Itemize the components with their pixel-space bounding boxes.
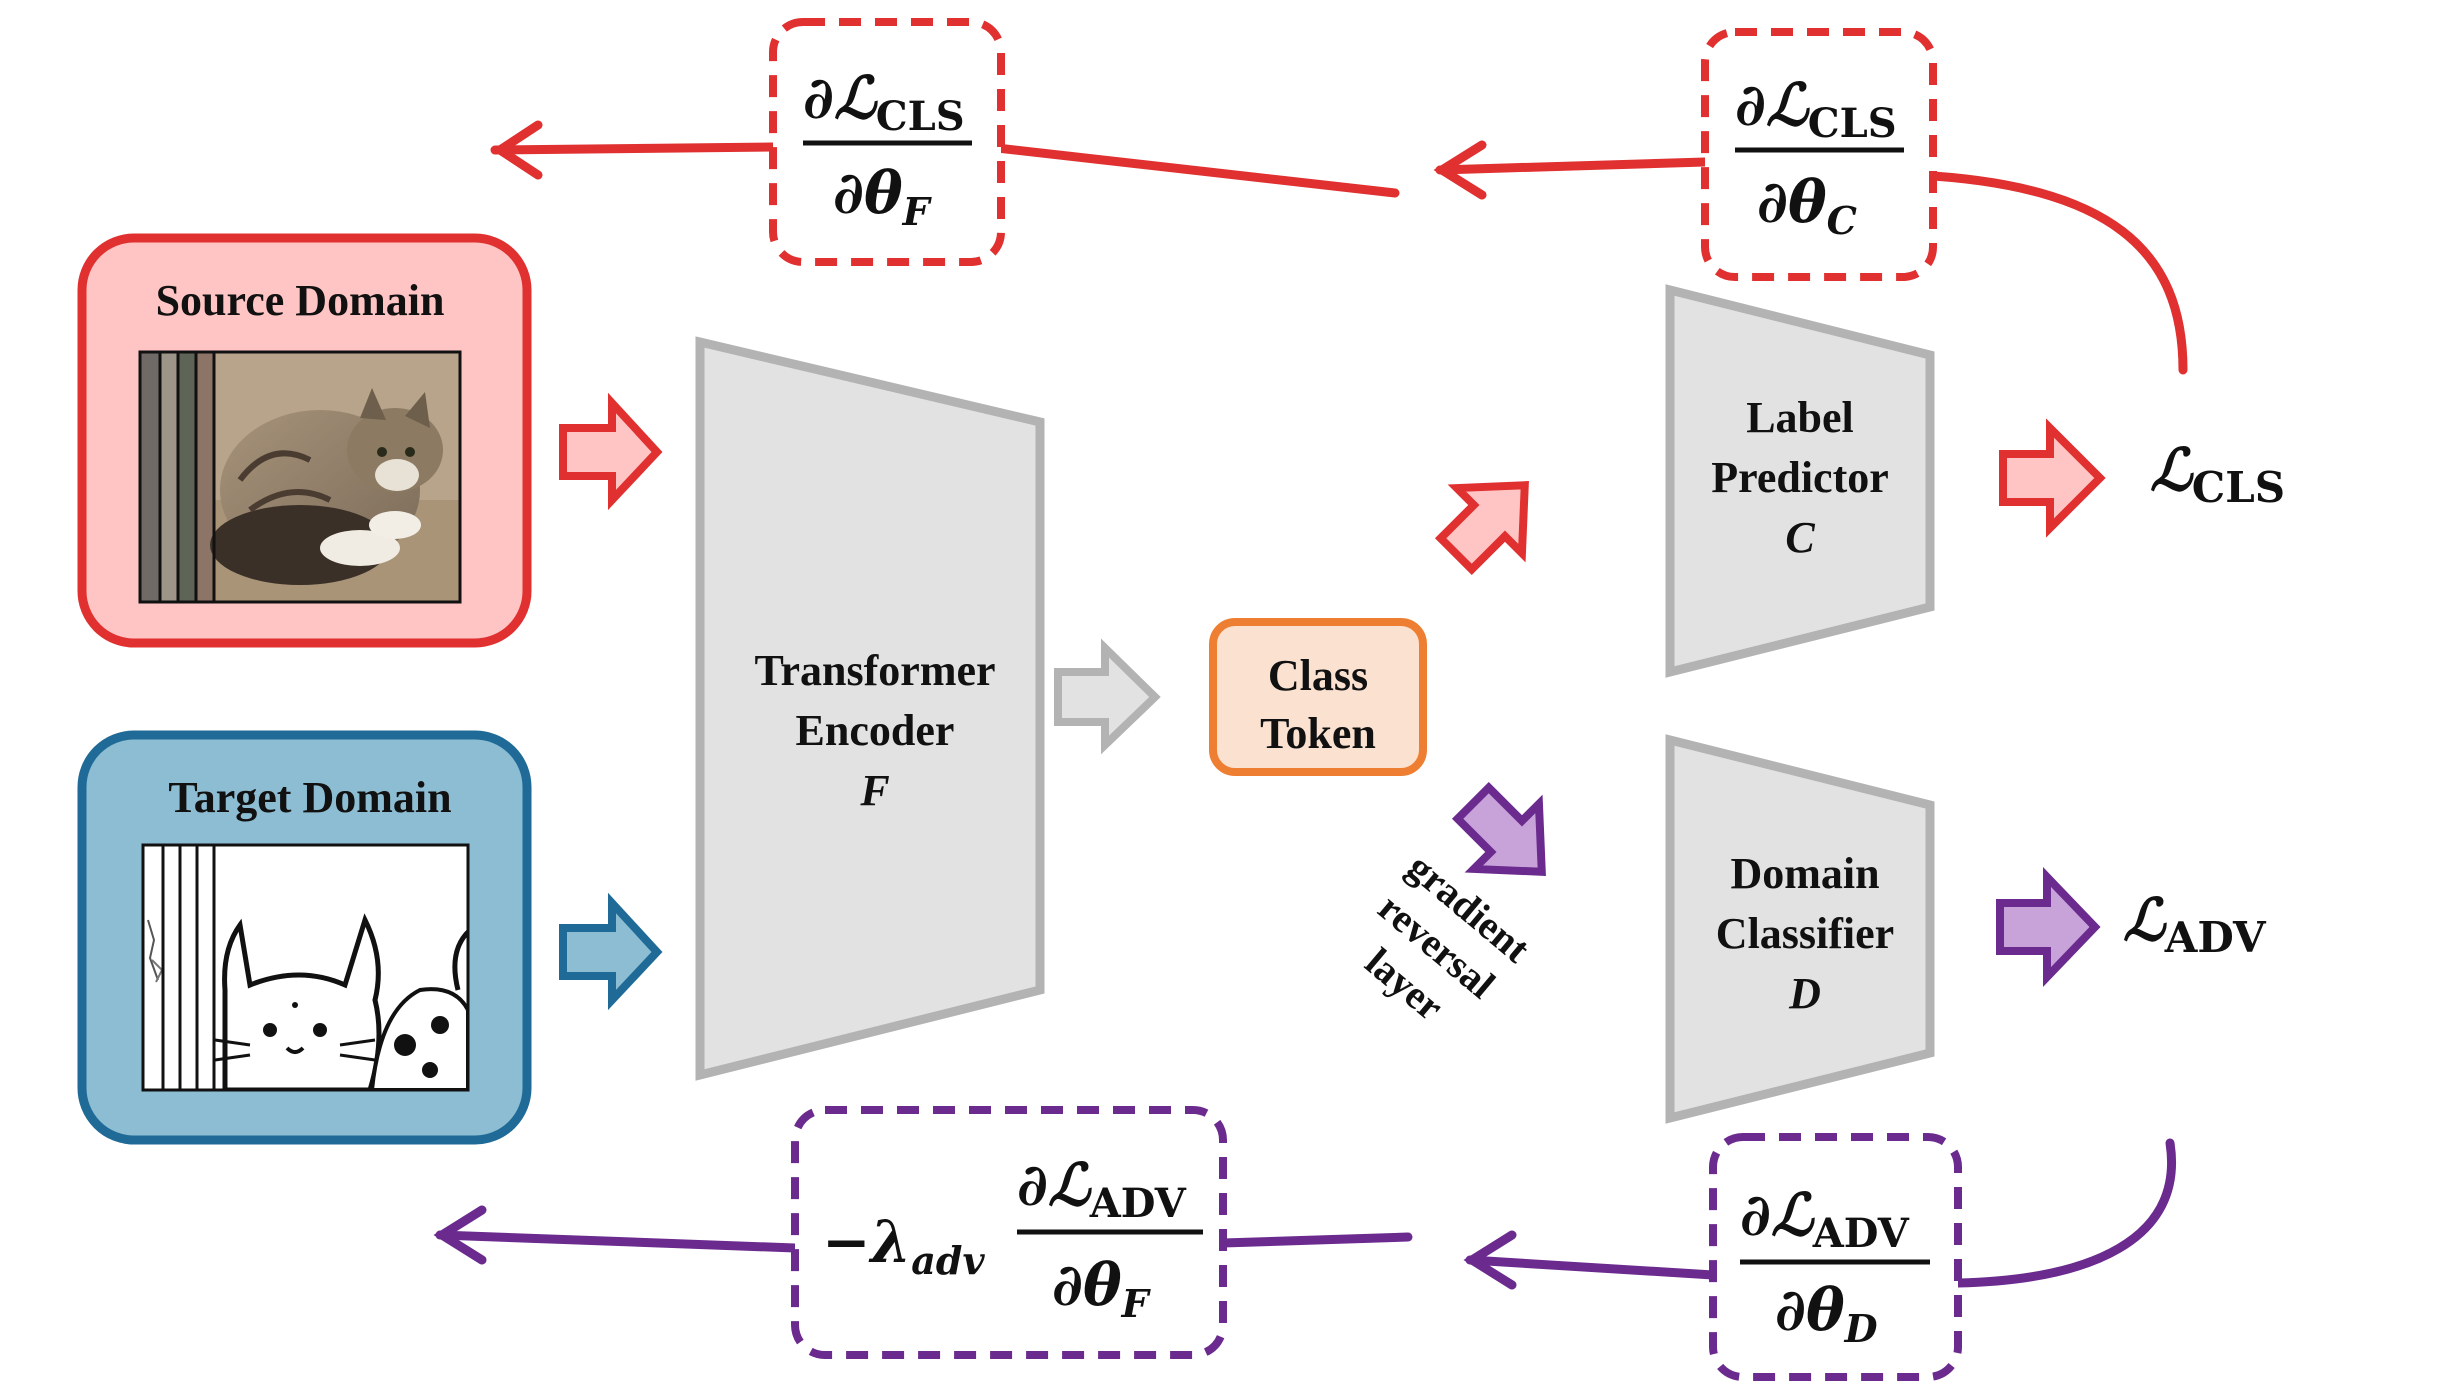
label-predictor-symbol: C [1785, 513, 1815, 562]
source-domain-box: Source Domain [77, 233, 532, 648]
encoder-label-line1: Transformer [754, 646, 995, 695]
label-predictor-line1: Label [1746, 393, 1854, 442]
adv-backprop-path [433, 1138, 2176, 1290]
source-input-arrow [559, 392, 663, 511]
token-to-predictor-arrow [1434, 481, 1529, 576]
svg-text:∂θF: ∂θF [833, 159, 933, 234]
loss-adv-symbol: ℒ [2123, 886, 2167, 954]
grad-adv-f-prefix-sub: adv [911, 1238, 985, 1283]
grad-adv-f-den-sub: F [1121, 1281, 1152, 1326]
loss-cls-symbol: ℒ [2150, 436, 2194, 504]
gradient-reversal-layer-label: gradient reversal layer [1357, 844, 1539, 1029]
label-predictor: Label Predictor C [1665, 284, 1935, 678]
domain-classifier: Domain Classifier D [1665, 734, 1935, 1124]
svg-text:ℒADV: ℒADV [2123, 886, 2267, 962]
label-predictor-line2: Predictor [1711, 453, 1889, 502]
class-token-line1: Class [1268, 651, 1368, 700]
class-token: Class Token [1209, 618, 1427, 776]
svg-text:∂θF: ∂θF [1052, 1251, 1152, 1326]
source-domain-title: Source Domain [156, 276, 445, 325]
target-domain-title: Target Domain [168, 773, 451, 822]
svg-text:∂ℒADV: ∂ℒADV [1017, 1151, 1187, 1227]
transformer-encoder: Transformer Encoder F [695, 336, 1045, 1081]
class-token-line2: Token [1260, 709, 1376, 758]
svg-text:−λadv: −λadv [822, 1208, 985, 1283]
grad-cls-f-num: ∂ℒ [803, 64, 878, 132]
svg-text:∂ℒCLS: ∂ℒCLS [1735, 71, 1897, 147]
loss-adv-subscript: ADV [2164, 913, 2267, 962]
grad-adv-f-num: ∂ℒ [1017, 1151, 1092, 1219]
svg-text:∂θC: ∂θC [1757, 168, 1857, 243]
token-to-classifier-arrow [1451, 781, 1546, 876]
grad-adv-f-prefix: −λ [822, 1208, 911, 1276]
grad-adv-f-den: ∂θ [1052, 1251, 1122, 1319]
encoder-symbol: F [859, 766, 889, 815]
gradient-adv-theta-f: −λadv ∂ℒADV ∂θF [791, 1106, 1227, 1359]
grad-adv-d-num: ∂ℒ [1740, 1181, 1815, 1249]
grad-cls-f-den-sub: F [902, 189, 933, 234]
svg-text:ℒCLS: ℒCLS [2150, 436, 2285, 512]
grad-adv-f-num-sub: ADV [1089, 1180, 1187, 1227]
target-domain-box: Target Domain [77, 730, 532, 1145]
grad-cls-c-num: ∂ℒ [1735, 71, 1810, 139]
target-input-arrow [559, 892, 663, 1011]
encoder-label-line2: Encoder [796, 706, 955, 755]
domain-classifier-symbol: D [1788, 969, 1821, 1018]
grad-cls-f-den: ∂θ [833, 159, 903, 227]
classifier-to-loss-arrow [1996, 867, 2101, 987]
loss-adv: ℒADV [2123, 886, 2267, 962]
target-cat-sketch [143, 845, 468, 1090]
loss-cls: ℒCLS [2150, 436, 2285, 512]
cls-backprop-path [490, 120, 2188, 375]
gradient-cls-theta-f: ∂ℒCLS ∂θF [769, 18, 1005, 266]
domain-classifier-line2: Classifier [1716, 909, 1894, 958]
predictor-to-loss-arrow [1999, 418, 2106, 538]
svg-text:∂θD: ∂θD [1775, 1276, 1878, 1351]
grad-adv-d-den-sub: D [1844, 1306, 1878, 1351]
grad-cls-f-num-sub: CLS [876, 93, 965, 140]
grad-adv-d-num-sub: ADV [1812, 1210, 1910, 1257]
svg-text:∂ℒCLS: ∂ℒCLS [803, 64, 965, 140]
source-cat-photo [140, 352, 460, 602]
grad-adv-d-den: ∂θ [1775, 1276, 1845, 1344]
domain-classifier-line1: Domain [1730, 849, 1879, 898]
svg-text:∂ℒADV: ∂ℒADV [1740, 1181, 1910, 1257]
grad-cls-c-den-sub: C [1827, 198, 1857, 243]
gradient-cls-theta-c: ∂ℒCLS ∂θC [1701, 28, 1937, 281]
gradient-adv-theta-d: ∂ℒADV ∂θD [1709, 1133, 1962, 1381]
grad-cls-c-den: ∂θ [1757, 168, 1827, 236]
grad-cls-c-num-sub: CLS [1808, 100, 1897, 147]
encoder-to-token-arrow [1054, 638, 1161, 755]
loss-cls-subscript: CLS [2192, 463, 2285, 512]
